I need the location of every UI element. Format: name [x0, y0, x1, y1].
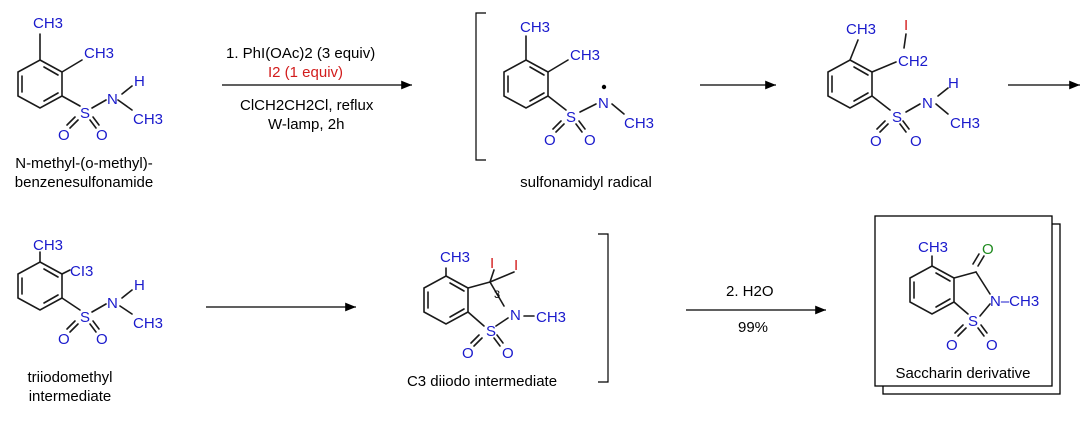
- sulfur-label: S: [968, 313, 978, 330]
- nitrogen-label: N: [510, 307, 521, 324]
- oxygen-label: O: [96, 331, 108, 348]
- compound-diiodo: CH3 I I 3 S N CH3 O O C3 diiodo intermed…: [407, 233, 609, 390]
- carbonyl-oxygen-label: O: [982, 241, 994, 258]
- caption-start-line1: N-methyl-(o-methyl)-: [15, 155, 153, 172]
- reagent-line-1: 1. PhI(OAc)2 (3 equiv): [226, 45, 375, 62]
- compound-start: CH3 CH3 S N H CH3 O O N-methyl-(o-methyl…: [15, 15, 163, 191]
- position-label: 3: [494, 289, 500, 301]
- sulfur-label: S: [566, 109, 576, 126]
- reagent-step2: 2. H2O: [726, 283, 774, 300]
- benzene-ring: [423, 267, 535, 347]
- oxygen-label: O: [986, 337, 998, 354]
- triiodomethyl-label: CI3: [70, 263, 93, 280]
- caption-triiodo-line1: triiodomethyl: [27, 369, 112, 386]
- n-methyl-label: N–CH3: [990, 293, 1039, 310]
- oxygen-label: O: [584, 132, 596, 149]
- oxygen-label: O: [462, 345, 474, 362]
- sulfur-label: S: [892, 109, 902, 126]
- benzene-ring: [17, 33, 133, 129]
- oxygen-label: O: [58, 127, 70, 144]
- benzene-ring: [17, 251, 133, 333]
- iodine-label: I: [514, 257, 518, 274]
- methyl-label: CH3: [918, 239, 948, 256]
- methylene-label: CH2: [898, 53, 928, 70]
- sulfur-label: S: [486, 323, 496, 340]
- reagent-line-2: I2 (1 equiv): [268, 64, 343, 81]
- arrow-step1: 1. PhI(OAc)2 (3 equiv) I2 (1 equiv) ClCH…: [222, 45, 412, 133]
- methyl-label: CH3: [133, 315, 163, 332]
- benzene-ring: [827, 33, 949, 133]
- reagent-line-4: W-lamp, 2h: [268, 116, 344, 133]
- methyl-label: CH3: [570, 47, 600, 64]
- methyl-label: CH3: [84, 45, 114, 62]
- methyl-label: CH3: [624, 115, 654, 132]
- caption-diiodo: C3 diiodo intermediate: [407, 373, 557, 390]
- caption-product: Saccharin derivative: [895, 365, 1030, 382]
- arrow-step2: 2. H2O 99%: [686, 283, 826, 336]
- methyl-label: CH3: [33, 15, 63, 32]
- right-bracket: [598, 233, 609, 383]
- reagent-line-3: ClCH2CH2Cl, reflux: [240, 97, 374, 114]
- methyl-label: CH3: [133, 111, 163, 128]
- compound-iodomethyl: CH3 I CH2 S N H CH3 O O: [827, 17, 980, 150]
- caption-radical: sulfonamidyl radical: [520, 174, 652, 191]
- compound-radical: CH3 CH3 S N CH3 O O sulfonamidyl radical: [475, 12, 654, 191]
- compound-product: CH3 O S N–CH3 O O Saccharin derivative: [874, 215, 1061, 395]
- radical-dot: [601, 84, 607, 90]
- methyl-label: CH3: [33, 237, 63, 254]
- oxygen-label: O: [58, 331, 70, 348]
- left-bracket: [475, 12, 486, 161]
- nitrogen-label: N: [598, 95, 609, 112]
- methyl-label: CH3: [440, 249, 470, 266]
- iodine-label: I: [490, 255, 494, 272]
- iodine-label: I: [904, 17, 908, 34]
- caption-start-line2: benzenesulfonamide: [15, 174, 153, 191]
- product-box: [874, 215, 1053, 387]
- sulfur-label: S: [80, 105, 90, 122]
- nitrogen-label: N: [922, 95, 933, 112]
- oxygen-label: O: [910, 133, 922, 150]
- sulfur-label: S: [80, 309, 90, 326]
- oxygen-label: O: [870, 133, 882, 150]
- nitrogen-label: N: [107, 91, 118, 108]
- caption-triiodo-line2: intermediate: [29, 388, 112, 405]
- hydrogen-label: H: [134, 277, 145, 294]
- methyl-label: CH3: [520, 19, 550, 36]
- nitrogen-label: N: [107, 295, 118, 312]
- hydrogen-label: H: [948, 75, 959, 92]
- oxygen-label: O: [544, 132, 556, 149]
- oxygen-label: O: [946, 337, 958, 354]
- compound-triiodo: CH3 CI3 S N H CH3 O O triiodomethyl inte…: [17, 237, 163, 405]
- oxygen-label: O: [96, 127, 108, 144]
- methyl-label: CH3: [950, 115, 980, 132]
- yield-label: 99%: [738, 319, 768, 336]
- methyl-label: CH3: [536, 309, 566, 326]
- methyl-label: CH3: [846, 21, 876, 38]
- benzene-ring: [503, 35, 625, 133]
- hydrogen-label: H: [134, 73, 145, 90]
- benzene-ring: [909, 253, 991, 337]
- oxygen-label: O: [502, 345, 514, 362]
